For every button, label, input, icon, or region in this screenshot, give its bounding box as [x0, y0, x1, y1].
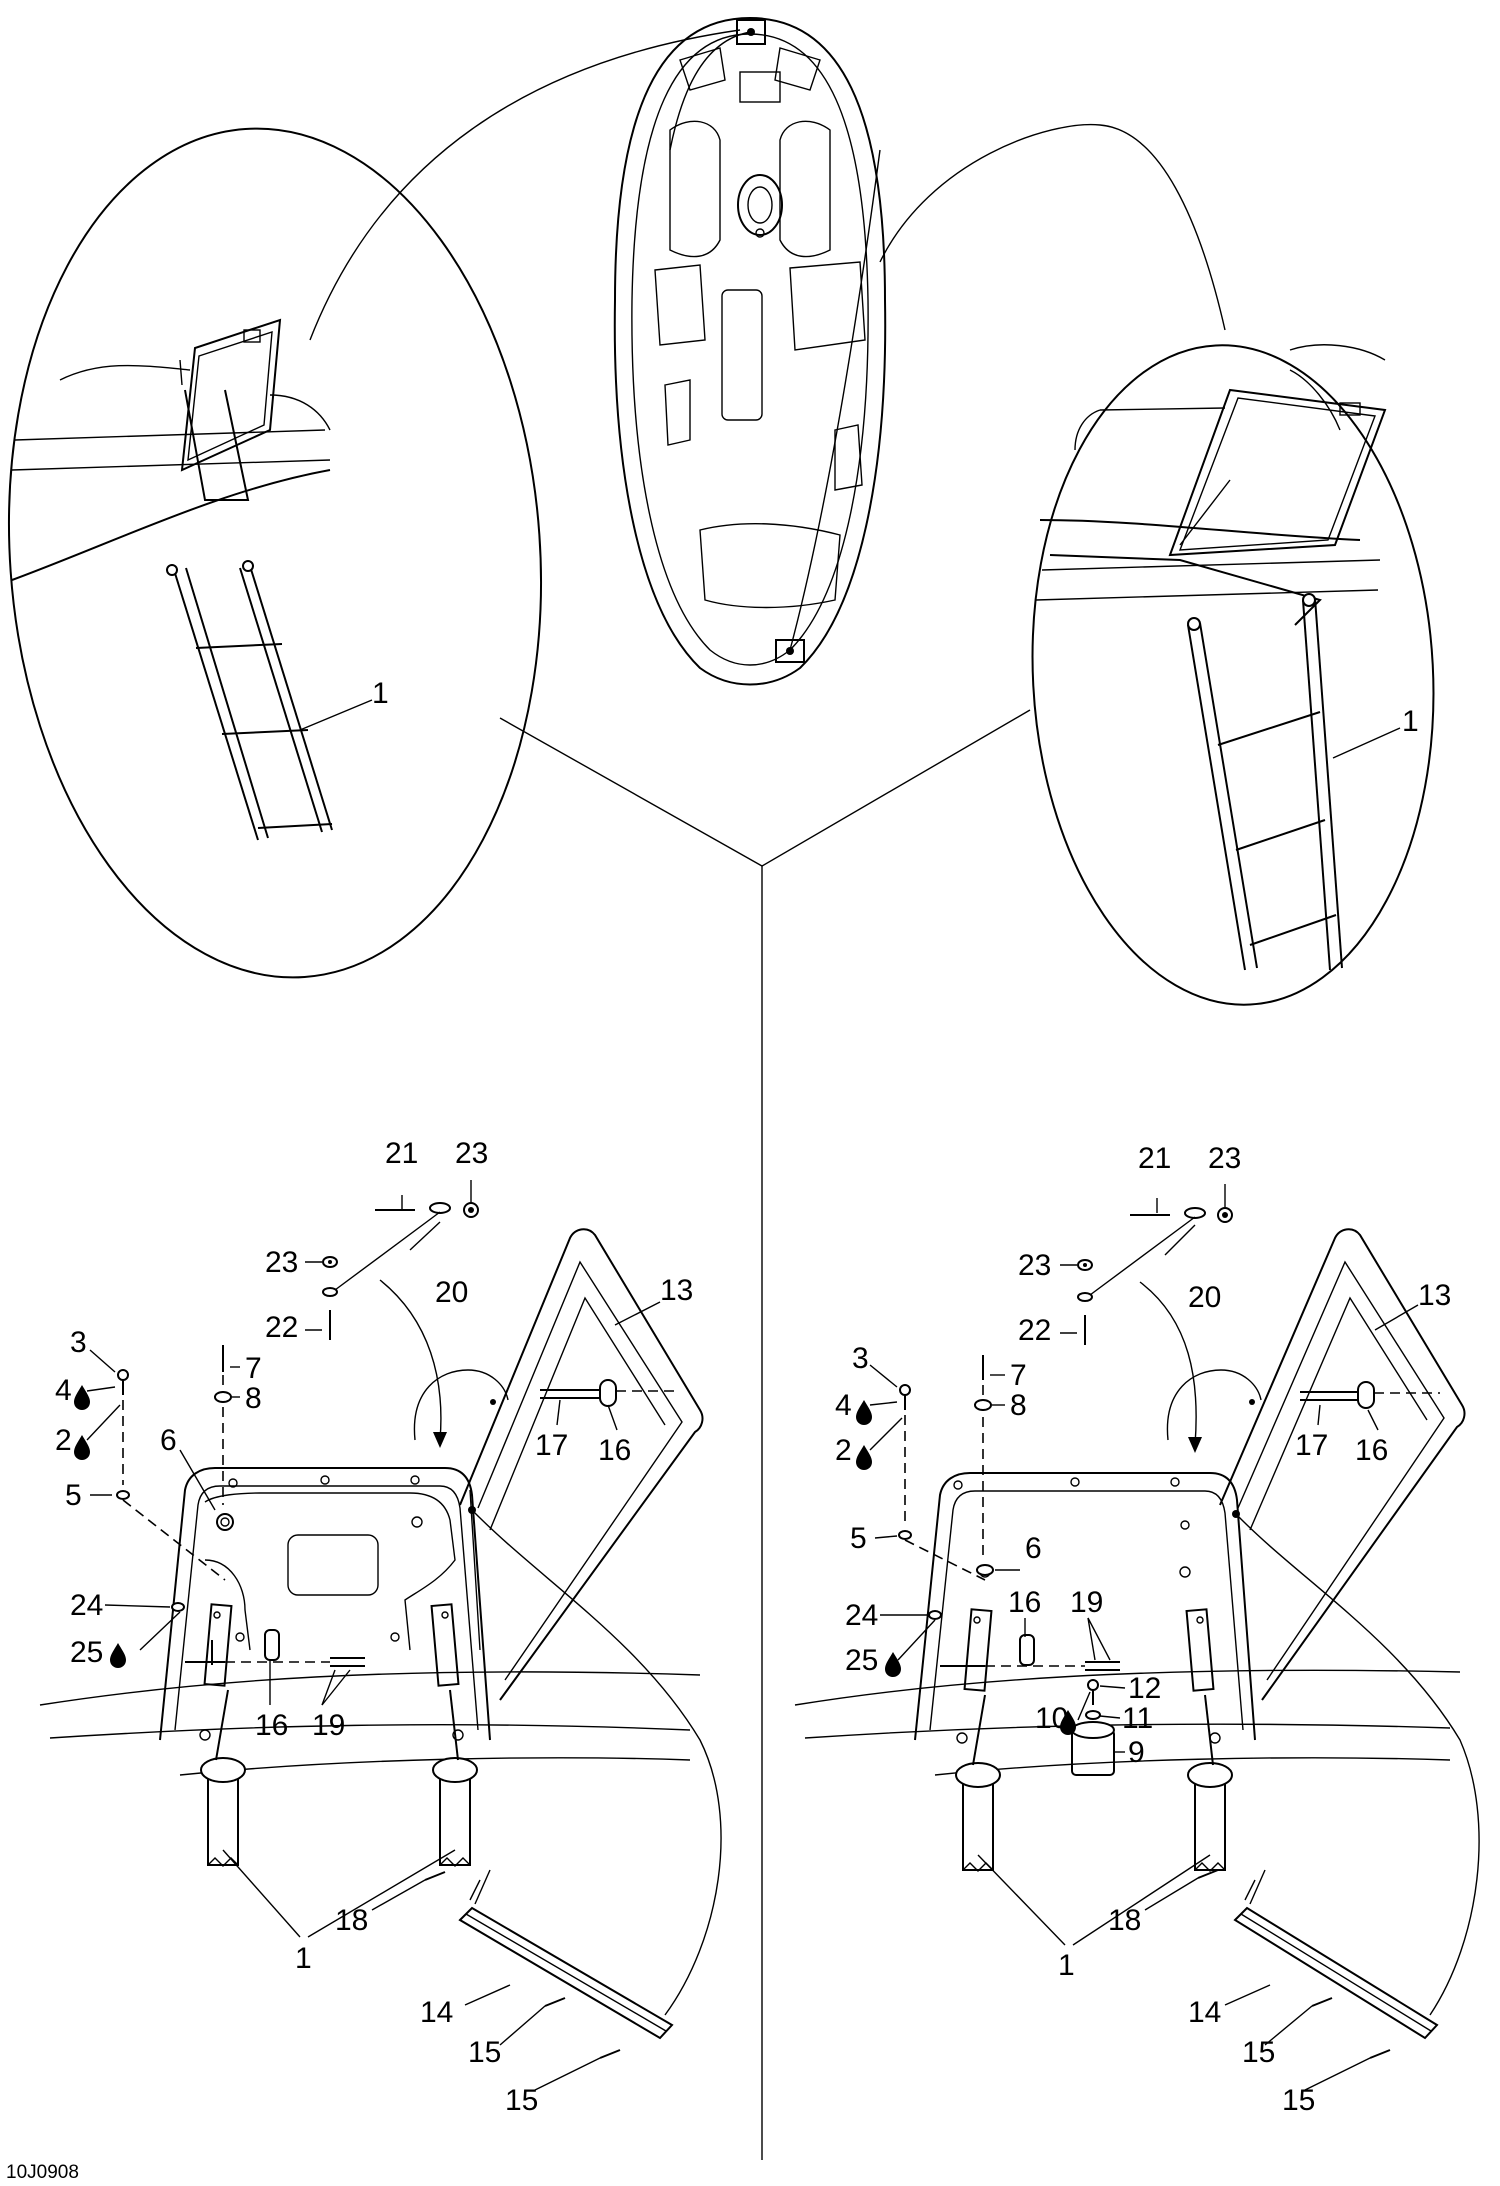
right-callout-6: 6 — [1025, 1532, 1042, 1565]
left-callout-22: 22 — [265, 1311, 298, 1344]
left-callout-19: 19 — [312, 1709, 345, 1742]
right-callout-23-top: 23 — [1208, 1142, 1241, 1175]
right-callout-3: 3 — [852, 1342, 869, 1375]
left-callout-3: 3 — [70, 1326, 87, 1359]
left-callout-21: 21 — [385, 1137, 418, 1170]
right-callout-14: 14 — [1188, 1996, 1221, 2029]
adhesive-drop-icon — [1060, 1710, 1076, 1735]
right-callout-24: 24 — [845, 1599, 878, 1632]
left-callout-7: 7 — [245, 1352, 262, 1385]
adhesive-drop-icon — [856, 1445, 872, 1470]
top-left-ellipse: 1 — [7, 29, 741, 979]
right-callout-16-upper: 16 — [1355, 1434, 1388, 1467]
right-callout-12: 12 — [1128, 1672, 1161, 1705]
left-callout-18: 18 — [335, 1904, 368, 1937]
right-callout-11: 11 — [1122, 1702, 1153, 1735]
adhesive-drop-icon — [74, 1385, 90, 1410]
adhesive-drop-icon — [885, 1652, 901, 1677]
view-dividers — [499, 709, 1031, 2160]
left-callout-24: 24 — [70, 1589, 103, 1622]
left-callout-2: 2 — [55, 1424, 72, 1457]
right-callout-22: 22 — [1018, 1314, 1051, 1347]
left-callout-17: 17 — [535, 1429, 568, 1462]
right-callout-5: 5 — [850, 1522, 867, 1555]
right-callout-1: 1 — [1058, 1949, 1075, 1982]
right-callout-8: 8 — [1010, 1389, 1027, 1422]
left-callout-23-top: 23 — [455, 1137, 488, 1170]
right-callout-20: 20 — [1188, 1281, 1221, 1314]
left-callout-4: 4 — [55, 1374, 72, 1407]
left-callout-20: 20 — [435, 1276, 468, 1309]
right-callout-15-a: 15 — [1242, 2036, 1275, 2069]
right-callout-2: 2 — [835, 1434, 852, 1467]
right-callout-17: 17 — [1295, 1429, 1328, 1462]
left-callout-14: 14 — [420, 1996, 453, 2029]
right-callout-13: 13 — [1418, 1279, 1451, 1312]
right-callout-4: 4 — [835, 1389, 852, 1422]
left-callout-5: 5 — [65, 1479, 82, 1512]
boat-top-view — [613, 16, 887, 686]
left-callout-25: 25 — [70, 1636, 103, 1669]
right-callout-7: 7 — [1010, 1359, 1027, 1392]
right-callout-16-lower: 16 — [1008, 1586, 1041, 1619]
left-detail-view: 21 23 23 20 22 13 3 4 2 7 8 6 5 17 16 24… — [39, 1137, 722, 2117]
adhesive-drop-icon — [856, 1400, 872, 1425]
adhesive-drop-icon — [74, 1435, 90, 1460]
adhesive-drop-icon — [110, 1643, 126, 1668]
right-callout-19: 19 — [1070, 1586, 1103, 1619]
right-callout-25: 25 — [845, 1644, 878, 1677]
right-callout-15-b: 15 — [1282, 2084, 1315, 2117]
left-callout-6: 6 — [160, 1424, 177, 1457]
left-callout-16-upper: 16 — [598, 1434, 631, 1467]
left-callout-16-lower: 16 — [255, 1709, 288, 1742]
left-callout-23: 23 — [265, 1246, 298, 1279]
top-right-ellipse: 1 — [879, 123, 1435, 1006]
right-callout-18: 18 — [1108, 1904, 1141, 1937]
left-callout-15-b: 15 — [505, 2084, 538, 2117]
left-callout-15-a: 15 — [468, 2036, 501, 2069]
drawing-code: 10J0908 — [6, 2162, 79, 2183]
top-right-callout-1: 1 — [1402, 705, 1419, 738]
right-callout-9: 9 — [1128, 1736, 1145, 1769]
right-callout-23: 23 — [1018, 1249, 1051, 1282]
top-left-callout-1: 1 — [372, 677, 389, 710]
left-callout-1: 1 — [295, 1942, 312, 1975]
right-detail-view: 21 23 23 20 22 13 3 4 2 7 8 5 6 17 16 16… — [794, 1142, 1480, 2117]
left-callout-13: 13 — [660, 1274, 693, 1307]
left-callout-8: 8 — [245, 1382, 262, 1415]
right-callout-21: 21 — [1138, 1142, 1171, 1175]
